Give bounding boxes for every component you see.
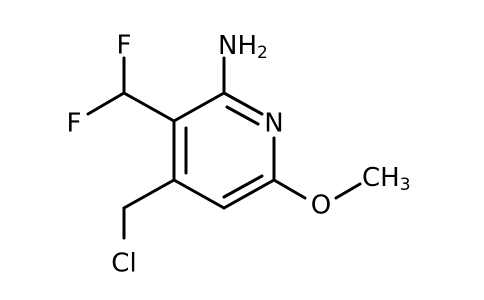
bond-chf2-f-left	[86, 91, 126, 116]
atom-label-amine: NH2	[218, 31, 268, 64]
methyl-subscript: 3	[400, 175, 411, 195]
bond-c5-c4	[172, 178, 226, 210]
atom-label-methyl: CH3	[362, 163, 411, 196]
bond-c3-c2	[172, 91, 226, 123]
atom-label-oxygen: O	[311, 191, 331, 221]
bond-c2-n1-inner	[225, 105, 260, 126]
bond-c4-ch2	[122, 178, 176, 210]
bond-c2-n1	[222, 91, 264, 116]
substituent-bonds	[86, 56, 362, 240]
atom-label-ring-nitrogen: N	[264, 109, 283, 139]
atom-label-fluorine-left: F	[67, 109, 82, 139]
pyridine-ring	[172, 91, 276, 210]
atom-label-chlorine: Cl	[111, 249, 136, 279]
bond-o-ch3	[334, 182, 362, 200]
methyl-text: CH	[362, 163, 400, 193]
bond-c6-c5-inner	[222, 174, 264, 199]
bond-c3-chf2	[122, 91, 176, 123]
bond-c6-c5	[222, 178, 276, 210]
amine-subscript: 2	[257, 43, 268, 63]
bond-c6-o	[272, 178, 307, 200]
amine-text: NH	[218, 31, 257, 61]
atom-label-fluorine-top: F	[117, 31, 132, 61]
atom-labels: F F NH2 N Cl O CH3	[67, 31, 411, 279]
